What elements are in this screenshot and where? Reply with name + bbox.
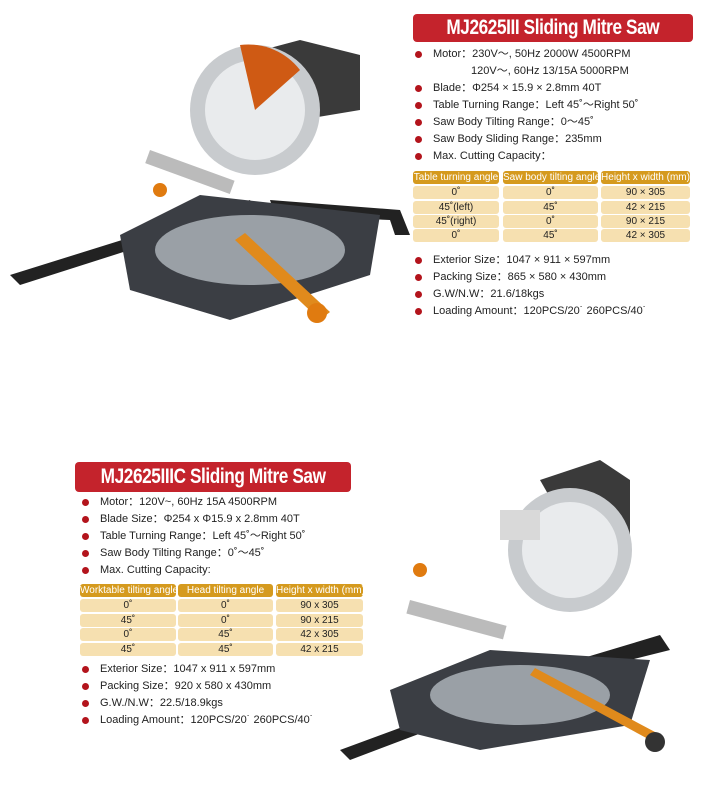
spec-text: Saw Body Tilting Range：0～45˚ [433,116,594,128]
table-cell: 90 × 215 [601,215,690,228]
spec-text: Max. Cutting Capacity： [433,150,552,162]
spec-tilting: Saw Body Tilting Range：0˚～45˚ [82,545,265,562]
spec-text: Saw Body Tilting Range：0˚～45˚ [100,547,265,559]
bullet-icon [82,550,89,557]
bullet-icon [415,102,422,109]
bullet-icon [415,136,422,143]
spec-text: Motor：230V～, 50Hz 2000W 4500RPM [433,48,631,60]
table-cell: 45˚ [178,643,273,656]
bullet-icon [82,717,89,724]
table-header: Table turning angle [413,171,499,184]
spec-sliding: Saw Body Sliding Range：235mm [415,131,602,148]
spec-text: Loading Amount：120PCS/20˙ 260PCS/40˙ [433,305,647,317]
product-title-2: MJ2625IIIC Sliding Mitre Saw [75,462,351,492]
spec-weight: G.W/N.W：21.6/18kgs [415,286,545,303]
spec-text: Table Turning Range：Left 45˚～Right 50˚ [433,99,639,111]
table-header: Worktable tilting angle [80,584,179,597]
bullet-icon [82,499,89,506]
bullet-icon [415,291,422,298]
spec-text: G.W/N.W：21.6/18kgs [433,288,545,300]
table-cell: 0˚ [178,614,273,627]
spec-text: Saw Body Sliding Range：235mm [433,133,602,145]
spec-motor-alt: 120V～, 60Hz 13/15A 5000RPM [471,63,629,80]
spec-text: Blade Size：Φ254 x Φ15.9 x 2.8mm 40T [100,513,300,525]
table-cell: 0˚ [80,628,176,641]
spec-loading: Loading Amount：120PCS/20˙ 260PCS/40˙ [415,303,647,320]
bullet-icon [415,257,422,264]
table-header: Height x width (mm) [276,584,365,597]
spec-tilting: Saw Body Tilting Range：0～45˚ [415,114,594,131]
mitre-saw-image-2 [340,460,670,760]
table-header: Height x width (mm) [601,171,690,184]
spec-text: Table Turning Range：Left 45˚～Right 50˚ [100,530,306,542]
product-title-1: MJ2625III Sliding Mitre Saw [413,14,693,42]
table-cell: 90 x 305 [276,599,363,612]
bullet-icon [415,308,422,315]
spec-packing: Packing Size：920 x 580 x 430mm [82,678,272,695]
table-cell: 42 × 215 [601,201,690,214]
table-cell: 45˚(left) [413,201,499,214]
bullet-icon [415,153,422,160]
bullet-icon [415,119,422,126]
spec-exterior: Exterior Size：1047 × 911 × 597mm [415,252,611,269]
spec-capacity: Max. Cutting Capacity: [82,562,211,579]
table-cell: 90 x 215 [276,614,363,627]
spec-text: Blade：Φ254 × 15.9 × 2.8mm 40T [433,82,602,94]
table-cell: 45˚(right) [413,215,499,228]
spec-text: 120V～, 60Hz 13/15A 5000RPM [471,65,629,77]
spec-text: Exterior Size：1047 × 911 × 597mm [433,254,611,266]
spec-blade: Blade：Φ254 × 15.9 × 2.8mm 40T [415,80,602,97]
table-cell: 0˚ [503,215,598,228]
title-text: MJ2625III Sliding Mitre Saw [446,16,660,39]
spec-text: G.W./N.W：22.5/18.9kgs [100,697,223,709]
spec-capacity: Max. Cutting Capacity： [415,148,552,165]
spec-turning: Table Turning Range：Left 45˚～Right 50˚ [82,528,306,545]
spec-text: Packing Size：920 x 580 x 430mm [100,680,272,692]
spec-turning: Table Turning Range：Left 45˚～Right 50˚ [415,97,639,114]
table-cell: 42 x 305 [276,628,363,641]
spec-text: Loading Amount：120PCS/20˙ 260PCS/40˙ [100,714,314,726]
spec-text: Packing Size：865 × 580 × 430mm [433,271,607,283]
table-cell: 45˚ [503,201,598,214]
table-cell: 42 × 305 [601,229,690,242]
bullet-icon [82,533,89,540]
bullet-icon [82,683,89,690]
bullet-icon [82,666,89,673]
spec-loading: Loading Amount：120PCS/20˙ 260PCS/40˙ [82,712,314,729]
table-cell: 0˚ [503,186,598,199]
spec-exterior: Exterior Size：1047 x 911 x 597mm [82,661,276,678]
table-cell: 45˚ [80,643,176,656]
spec-text: Exterior Size：1047 x 911 x 597mm [100,663,276,675]
bullet-icon [82,567,89,574]
spec-motor: Motor：230V～, 50Hz 2000W 4500RPM [415,46,631,63]
spec-text: Motor：120V~, 60Hz 15A 4500RPM [100,496,278,508]
bullet-icon [82,700,89,707]
spec-weight: G.W./N.W：22.5/18.9kgs [82,695,223,712]
table-cell: 45˚ [503,229,598,242]
table-cell: 0˚ [178,599,273,612]
bullet-icon [82,516,89,523]
table-cell: 0˚ [413,229,499,242]
spec-motor: Motor：120V~, 60Hz 15A 4500RPM [82,494,278,511]
bullet-icon [415,274,422,281]
bullet-icon [415,85,422,92]
spec-blade: Blade Size：Φ254 x Φ15.9 x 2.8mm 40T [82,511,300,528]
spec-packing: Packing Size：865 × 580 × 430mm [415,269,607,286]
table-cell: 90 × 305 [601,186,690,199]
table-header: Head tilting angle [178,584,273,597]
title-text: MJ2625IIIC Sliding Mitre Saw [100,465,326,488]
table-cell: 42 x 215 [276,643,363,656]
table-header: Saw body tilting angle [503,171,601,184]
table-cell: 45˚ [80,614,176,627]
table-cell: 0˚ [80,599,176,612]
bullet-icon [415,51,422,58]
spec-text: Max. Cutting Capacity: [100,564,211,576]
mitre-saw-image-1 [10,40,410,323]
table-cell: 45˚ [178,628,273,641]
table-cell: 0˚ [413,186,499,199]
